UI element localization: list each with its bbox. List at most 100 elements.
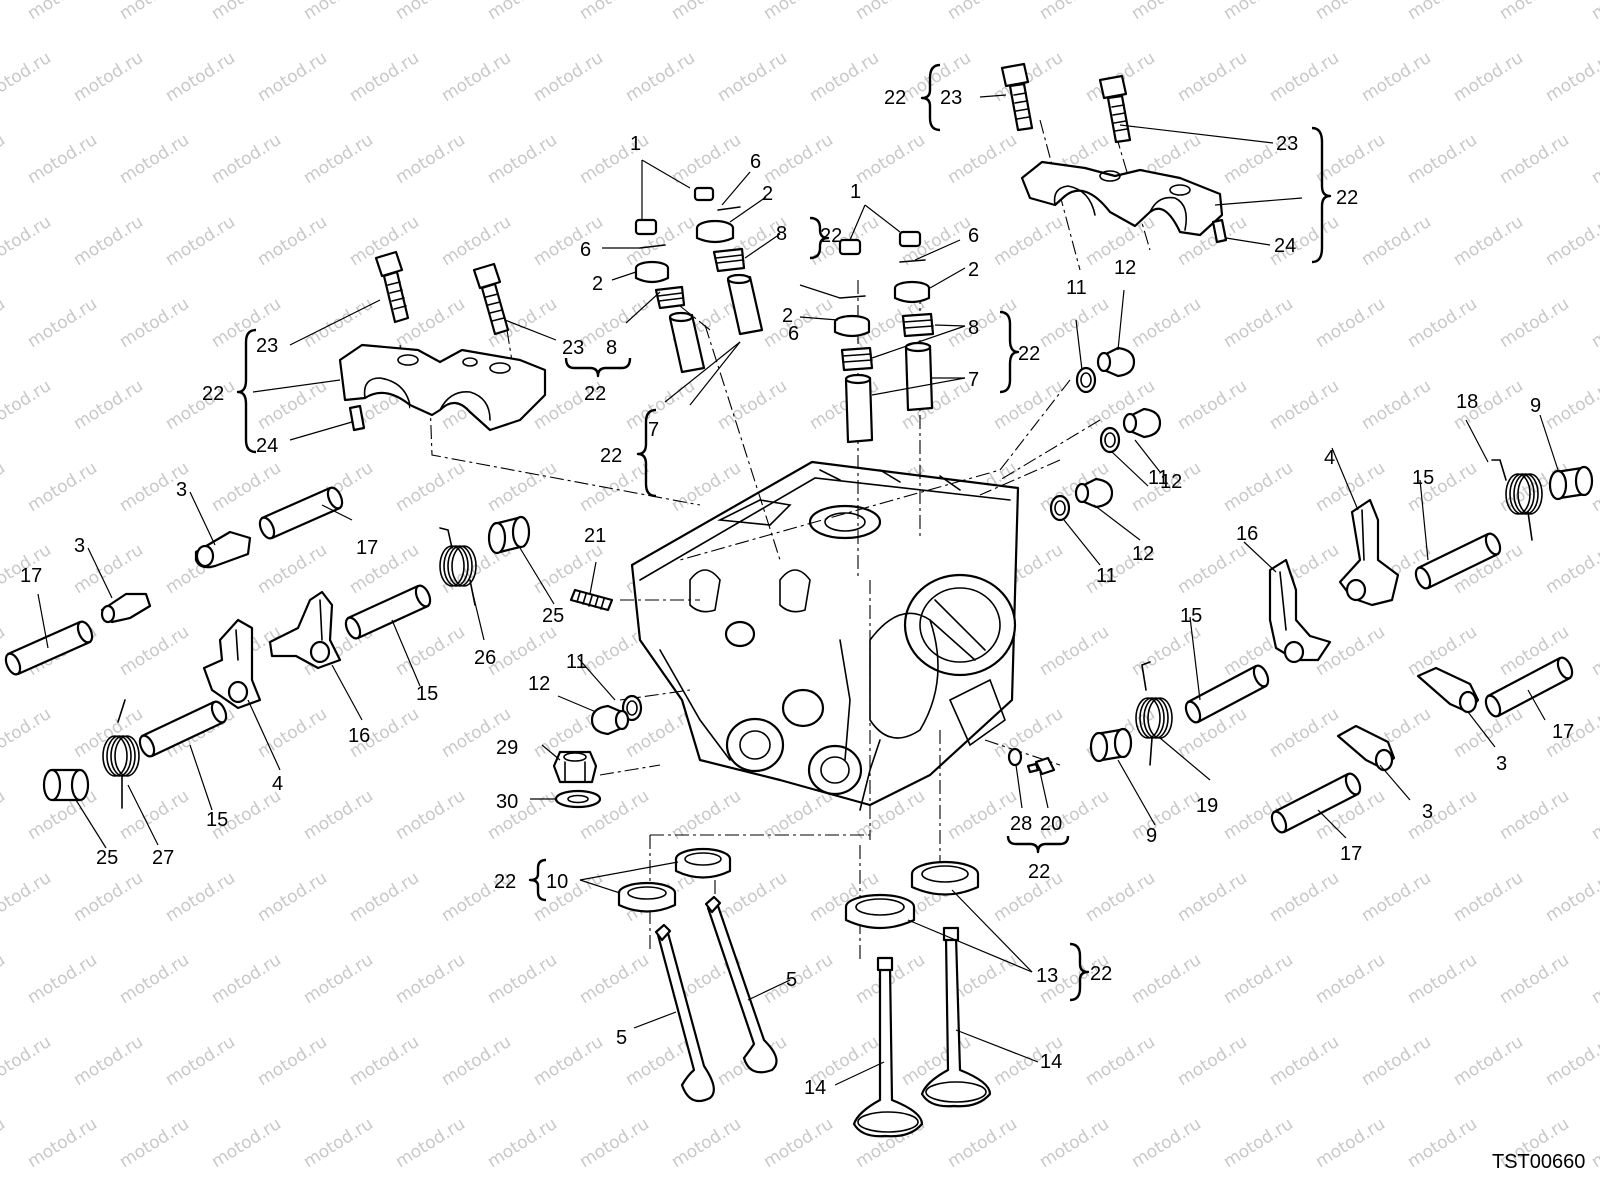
valve-seat-10-b <box>674 847 732 879</box>
watermark-text: motod.ru <box>944 130 1021 188</box>
watermark-text: motod.ru <box>1496 0 1573 24</box>
seal-ring-11-c <box>1049 494 1071 522</box>
watermark-text: motod.ru <box>668 130 745 188</box>
watermark-text: motod.ru <box>668 0 745 24</box>
flange-nut <box>552 750 598 784</box>
watermark-text: motod.ru <box>0 212 55 270</box>
watermark-text: motod.ru <box>622 1196 699 1200</box>
valve-cap-right <box>838 230 922 256</box>
watermark-text: motod.ru <box>116 786 193 844</box>
watermark-text: motod.ru <box>1312 0 1389 24</box>
watermark-text: motod.ru <box>24 1114 101 1172</box>
callout-29: 29 <box>496 737 518 759</box>
watermark-text: motod.ru <box>254 1032 331 1090</box>
rocker-shaft-15-center <box>344 584 432 640</box>
seal-ring-11-b <box>1099 426 1121 454</box>
watermark-text: motod.ru <box>346 1032 423 1090</box>
watermark-text: motod.ru <box>1174 376 1251 434</box>
watermark-text: motod.ru <box>576 950 653 1008</box>
watermark-text: motod.ru <box>438 212 515 270</box>
watermark-text: motod.ru <box>806 1196 883 1200</box>
rocker-shaft-15-left <box>138 700 228 758</box>
callout-22: 22 <box>1028 861 1050 883</box>
watermark-text: motod.ru <box>1542 376 1600 434</box>
watermark-text: motod.ru <box>1266 1196 1343 1200</box>
seal-ring-11-a <box>1075 366 1097 394</box>
callout-20: 20 <box>1040 813 1062 835</box>
callout-17: 17 <box>1552 721 1574 743</box>
watermark-text: motod.ru <box>1036 622 1113 680</box>
valve-stem-seals-left <box>654 247 746 310</box>
callout-11: 11 <box>566 651 587 673</box>
watermark-text: motod.ru <box>576 1114 653 1172</box>
watermark-text: motod.ru <box>70 1032 147 1090</box>
valve-cap-left-a <box>634 186 715 236</box>
callout-3: 3 <box>1422 801 1433 823</box>
watermark-text: motod.ru <box>346 868 423 926</box>
valve-seat-10-a <box>617 881 677 913</box>
callout-9: 9 <box>1146 825 1157 847</box>
group-braces <box>236 63 1332 1002</box>
watermark-text: motod.ru <box>714 868 791 926</box>
cap-bolt-left-b <box>472 262 510 336</box>
watermark-text: motod.ru <box>392 0 469 24</box>
watermark-text: motod.ru <box>484 130 561 188</box>
watermark-text: motod.ru <box>162 48 239 106</box>
watermark-text: motod.ru <box>1358 376 1435 434</box>
watermark-text: motod.ru <box>300 786 377 844</box>
valve-14-a <box>852 956 924 1138</box>
watermark-text: motod.ru <box>208 130 285 188</box>
callout-22: 22 <box>1336 187 1358 209</box>
callout-25: 25 <box>542 605 564 627</box>
watermark-text: motod.ru <box>116 1114 193 1172</box>
rocker-shaft-17-left <box>4 620 94 676</box>
callout-23: 23 <box>1276 133 1298 155</box>
watermark-text: motod.ru <box>438 48 515 106</box>
rocker-shaft-17-right-lower <box>1270 772 1362 834</box>
watermark-text: motod.ru <box>1312 1114 1389 1172</box>
watermark-text: motod.ru <box>0 0 9 24</box>
watermark-text: motod.ru <box>1266 1032 1343 1090</box>
callout-16: 16 <box>348 725 370 747</box>
watermark-text: motod.ru <box>622 48 699 106</box>
watermark-text: motod.ru <box>714 1196 791 1200</box>
watermark-text: motod.ru <box>714 376 791 434</box>
watermark-text: motod.ru <box>1588 130 1600 188</box>
watermark-text: motod.ru <box>1542 868 1600 926</box>
callout-7: 7 <box>968 369 979 391</box>
plug-12-c <box>1074 477 1114 509</box>
callout-24: 24 <box>256 435 278 457</box>
callout-1: 1 <box>850 181 861 203</box>
watermark-text: motod.ru <box>484 1114 561 1172</box>
watermark-text: motod.ru <box>714 48 791 106</box>
callout-8: 8 <box>606 337 617 359</box>
callout-6: 6 <box>968 225 979 247</box>
callout-10: 10 <box>546 871 568 893</box>
callout-28: 28 <box>1010 813 1032 835</box>
watermark-text: motod.ru <box>24 458 101 516</box>
watermark-text: motod.ru <box>990 212 1067 270</box>
watermark-text: motod.ru <box>1082 1032 1159 1090</box>
valve-stem-seals-right <box>840 312 935 372</box>
callout-23: 23 <box>940 87 962 109</box>
watermark-text: motod.ru <box>1542 1032 1600 1090</box>
watermark-text: motod.ru <box>254 48 331 106</box>
small-washer <box>1007 747 1023 767</box>
callout-8: 8 <box>968 317 979 339</box>
watermark-text: motod.ru <box>208 950 285 1008</box>
callout-22: 22 <box>820 225 842 247</box>
callout-22: 22 <box>202 383 224 405</box>
watermark-text: motod.ru <box>668 1114 745 1172</box>
rocker-arm-16-left <box>268 590 342 670</box>
callout-13: 13 <box>1036 965 1058 987</box>
watermark-text: motod.ru <box>0 1196 55 1200</box>
rocker-arm-4-right <box>1338 498 1400 607</box>
watermark-text: motod.ru <box>392 786 469 844</box>
watermark-text: motod.ru <box>1496 950 1573 1008</box>
watermark-text: motod.ru <box>0 704 55 762</box>
watermark-text: motod.ru <box>162 212 239 270</box>
watermark-text: motod.ru <box>1128 1114 1205 1172</box>
watermark-text: motod.ru <box>70 1196 147 1200</box>
